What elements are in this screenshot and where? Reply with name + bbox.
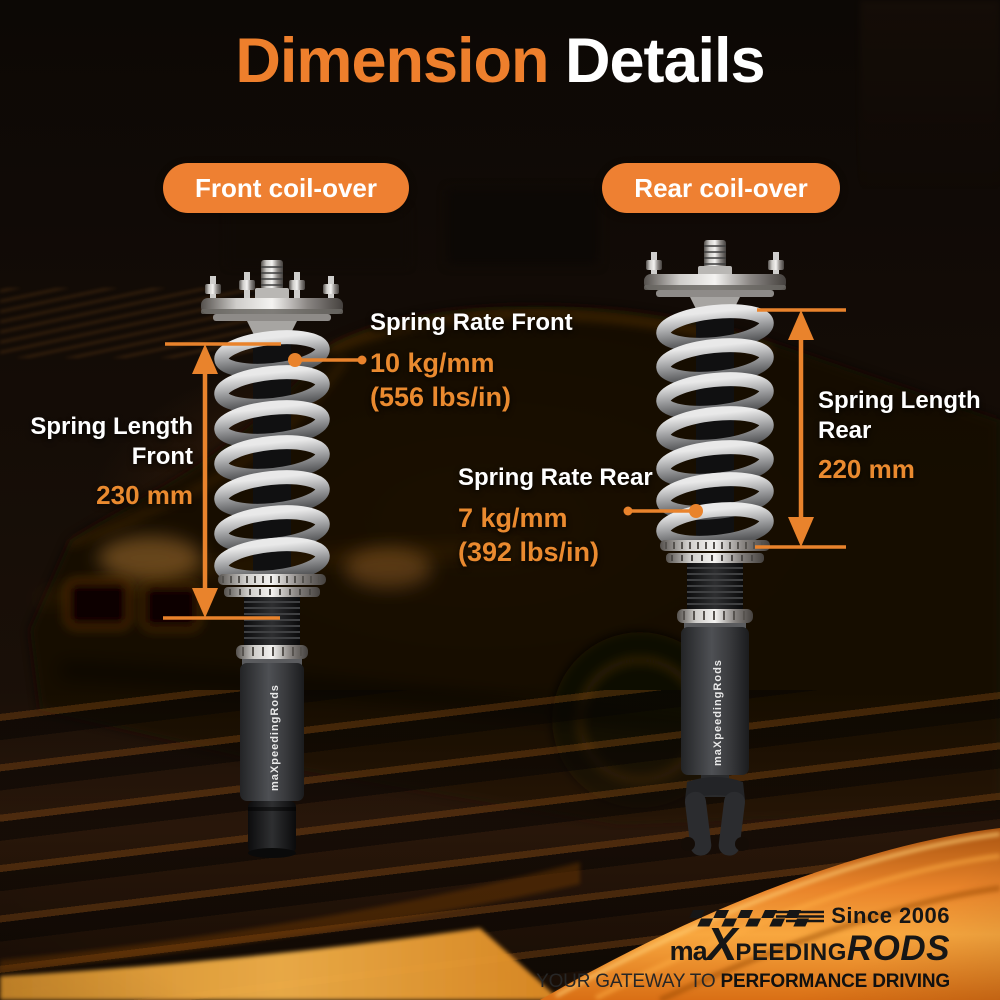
spring-length-front-label-1: Spring Length	[30, 413, 193, 440]
front-body-brand-text: maXpeedingRods	[269, 684, 281, 791]
since-text: Since 2006	[831, 903, 950, 928]
spring-rate-rear-metric: 7 kg/mm	[458, 503, 568, 533]
page-title-highlight: Dimension	[235, 26, 549, 96]
page-title-rest: Details	[548, 26, 766, 96]
rear-body-brand-text: maXpeedingRods	[712, 659, 724, 766]
spring-length-front-annotation: Spring Length Front 230 mm	[0, 412, 193, 512]
brand-name-rods: RODS	[846, 929, 950, 968]
brand-tagline: YOUR GATEWAY TO PERFORMANCE DRIVING	[536, 971, 950, 993]
brand-name-x: X	[706, 918, 738, 970]
brand-name: maXpeedingRODS	[536, 918, 950, 970]
spring-rate-rear-annotation: Spring Rate Rear 7 kg/mm (392 lbs/in)	[458, 463, 653, 569]
spring-length-rear-annotation: Spring Length Rear 220 mm	[818, 386, 1000, 486]
spring-length-rear-label-1: Spring Length	[818, 387, 981, 414]
spring-rate-front-metric: 10 kg/mm	[370, 348, 495, 378]
logo-since-row: Since 2006	[536, 903, 950, 928]
spring-rate-front-label: Spring Rate Front	[370, 309, 573, 336]
brand-name-peeding: peeding	[735, 939, 847, 966]
tagline-bold: PERFORMANCE DRIVING	[720, 971, 951, 992]
brand-logo: Since 2006 maXpeedingRODS YOUR GATEWAY T…	[536, 903, 950, 993]
tagline-regular: YOUR GATEWAY TO	[536, 971, 721, 992]
spring-rate-rear-imperial: (392 lbs/in)	[458, 537, 600, 567]
rear-coilover-image: maXpeedingRods	[644, 240, 786, 856]
spring-length-front-label-2: Front	[131, 443, 193, 470]
rear-coilover-label: Rear coil-over	[602, 163, 840, 213]
spring-length-rear-value: 220 mm	[818, 454, 915, 484]
spring-length-rear-label-2: Rear	[818, 417, 872, 444]
spring-length-front-value: 230 mm	[96, 480, 193, 510]
front-coilover-label: Front coil-over	[163, 163, 409, 213]
spring-rate-front-annotation: Spring Rate Front 10 kg/mm (556 lbs/in)	[370, 308, 573, 414]
checkered-flag-icon	[689, 910, 810, 927]
spring-rate-front-imperial: (556 lbs/in)	[370, 382, 512, 412]
spring-rate-rear-label: Spring Rate Rear	[458, 464, 653, 491]
brand-name-ma: ma	[669, 936, 708, 966]
front-coilover-image: maXpeedingRods	[201, 260, 343, 858]
page-title: Dimension Details	[0, 30, 1000, 93]
